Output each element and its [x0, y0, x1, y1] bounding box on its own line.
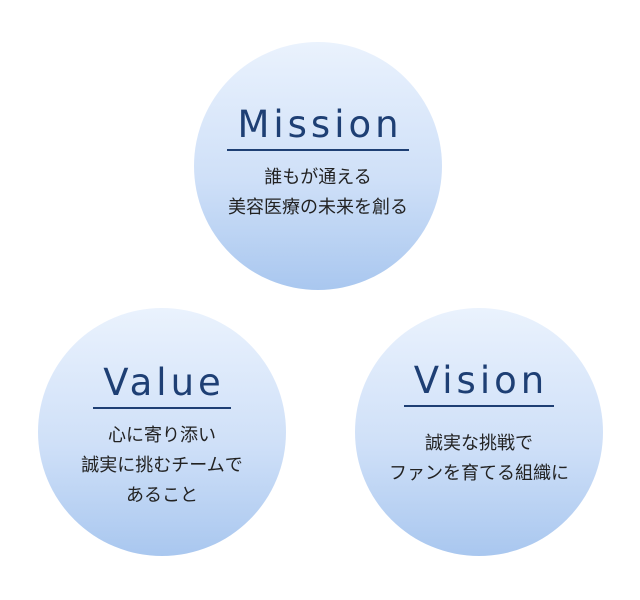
value-description: 心に寄り添い 誠実に挑むチームで あること [81, 421, 242, 511]
vision-description: 誠実な挑戦で ファンを育てる組織に [389, 429, 569, 489]
vision-line: ファンを育てる組織に [389, 463, 569, 484]
value-line: 誠実に挑むチームで [81, 455, 243, 476]
mission-title: Mission [227, 106, 409, 151]
mission-line: 誰もが通える [264, 167, 372, 188]
vision-circle: Vision 誠実な挑戦で ファンを育てる組織に [355, 308, 603, 556]
mission-circle: Mission 誰もが通える 美容医療の未来を創る [194, 42, 442, 290]
mission-description: 誰もが通える 美容医療の未来を創る [228, 163, 408, 223]
value-line: 心に寄り添い [108, 425, 216, 446]
value-circle: Value 心に寄り添い 誠実に挑むチームで あること [38, 308, 286, 556]
vision-title: Vision [403, 362, 555, 407]
value-title: Value [93, 364, 231, 409]
vision-line: 誠実な挑戦で [425, 433, 533, 454]
mission-line: 美容医療の未来を創る [228, 197, 408, 218]
value-line: あること [126, 485, 198, 506]
